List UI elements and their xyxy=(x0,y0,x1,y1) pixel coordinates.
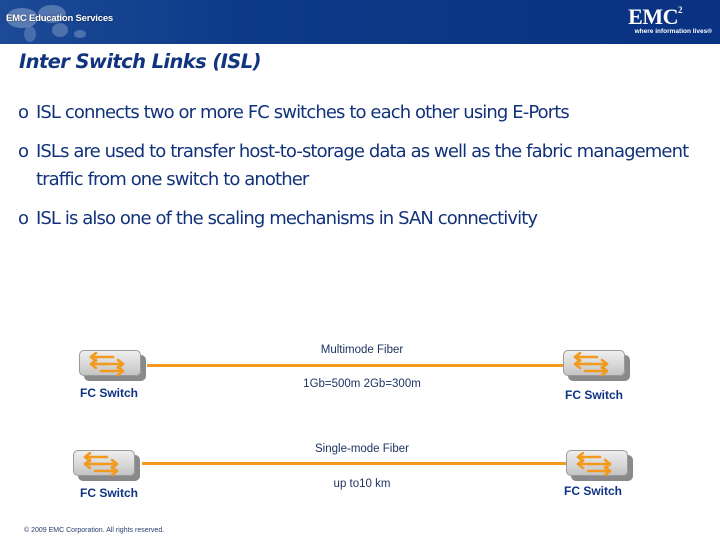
link-type-label: Multimode Fiber xyxy=(320,344,404,356)
switch-arrows-icon xyxy=(576,452,612,476)
bullet-marker: o xyxy=(18,208,29,229)
bullet-text: ISLs are used to transfer host-to-storag… xyxy=(36,141,689,190)
emc-logo-superscript: 2 xyxy=(678,4,683,15)
link-spec-label: 1Gb=500m 2Gb=300m xyxy=(303,378,421,390)
fc-switch-label: FC Switch xyxy=(80,486,139,500)
isl-diagram: FC Switch Multimode Fiber 1Gb=500m 2Gb=3… xyxy=(0,330,720,510)
slide-title: Inter Switch Links (ISL) xyxy=(19,50,261,73)
link-type-label: Single-mode Fiber xyxy=(315,443,409,455)
bullet-marker: o xyxy=(18,141,29,162)
fc-switch-left-2 xyxy=(73,450,143,482)
edu-services-brand: EMC Education Services xyxy=(6,13,113,24)
switch-arrows-icon xyxy=(89,352,125,376)
bullet-item: o ISL connects two or more FC switches t… xyxy=(18,99,708,127)
copyright-footer: © 2009 EMC Corporation. All rights reser… xyxy=(24,527,165,534)
fc-switch-label: FC Switch xyxy=(565,388,624,402)
fc-switch-right-2 xyxy=(566,450,636,482)
multimode-fiber-link xyxy=(147,364,563,367)
switch-arrows-icon xyxy=(83,452,119,476)
bullet-text: ISL connects two or more FC switches to … xyxy=(36,102,570,123)
header-banner: EMC Education Services EMC2 where inform… xyxy=(0,0,720,44)
emc-tagline: where information lives® xyxy=(634,28,712,35)
bullet-item: o ISL is also one of the scaling mechani… xyxy=(18,205,708,233)
switch-arrows-icon xyxy=(573,352,609,376)
bullet-item: o ISLs are used to transfer host-to-stor… xyxy=(18,138,708,194)
single-mode-fiber-link xyxy=(142,462,567,465)
link-spec-label: up to10 km xyxy=(333,478,391,490)
fc-switch-label: FC Switch xyxy=(564,484,623,498)
fc-switch-label: FC Switch xyxy=(80,386,139,400)
world-map-icon xyxy=(6,5,86,42)
emc-logo: EMC2 xyxy=(628,4,682,30)
bullet-list: o ISL connects two or more FC switches t… xyxy=(18,99,708,244)
fc-switch-left-1 xyxy=(79,350,149,382)
fc-switch-right-1 xyxy=(563,350,633,382)
emc-logo-text: EMC xyxy=(628,4,678,29)
bullet-marker: o xyxy=(18,102,29,123)
bullet-text: ISL is also one of the scaling mechanism… xyxy=(36,208,538,229)
